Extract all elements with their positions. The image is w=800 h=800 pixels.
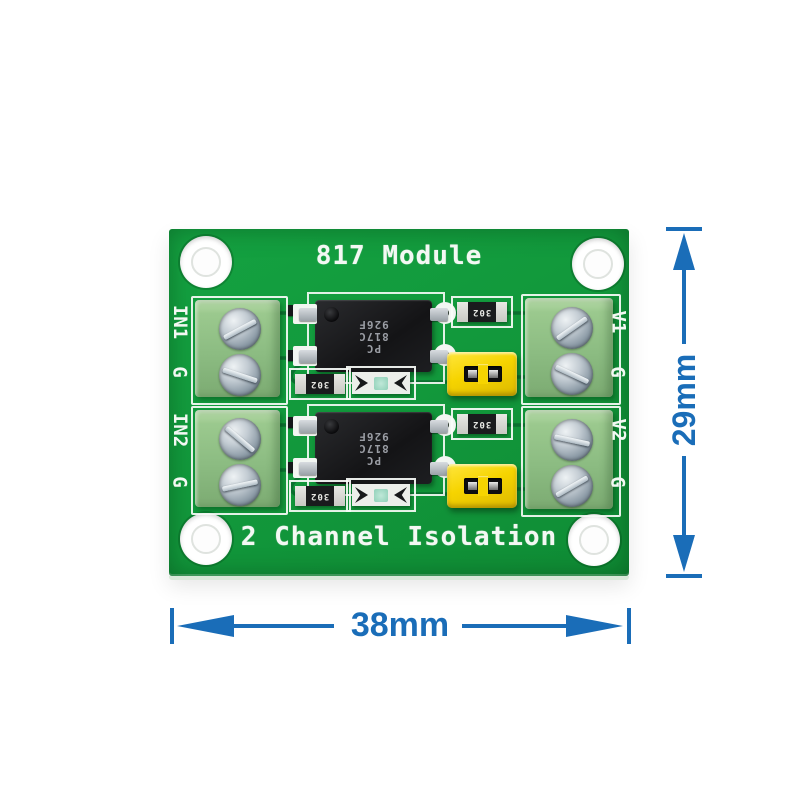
smd-resistor: 302: [289, 480, 351, 512]
ic-marking-line: PC: [365, 454, 382, 467]
resistor-code: 302: [310, 491, 330, 501]
terminal-screw: [551, 419, 593, 461]
terminal-screw: [219, 464, 261, 506]
resistor-code: 302: [472, 307, 492, 317]
mounting-hole: [568, 514, 620, 566]
terminal-silkscreen-outline: [191, 296, 288, 405]
smd-resistor: 302: [451, 408, 513, 440]
terminal-label-v2: V2: [607, 418, 630, 442]
terminal-screw: [551, 353, 593, 395]
terminal-screw: [219, 308, 261, 350]
ic-pin: [299, 350, 317, 363]
terminal-block-in1: [195, 300, 280, 397]
board-edge-highlight: [169, 576, 629, 580]
optocoupler-ic-1: PC 817C 926F: [293, 300, 456, 372]
terminal-silkscreen-outline: [191, 406, 288, 515]
width-dimension-label: 38mm: [350, 605, 450, 644]
ic-marking: PC 817C 926F: [315, 412, 432, 484]
board-title: 817 Module: [315, 241, 483, 271]
ic-marking-line: 926F: [358, 430, 389, 443]
mounting-hole: [180, 513, 232, 565]
jumper-shunt: [447, 352, 517, 396]
hole-ring: [191, 524, 221, 554]
ic-pin: [299, 462, 317, 475]
led-die: [374, 376, 388, 390]
terminal-screw: [219, 418, 261, 460]
terminal-screw: [551, 307, 593, 349]
led-die: [374, 488, 388, 502]
ic-marking-line: 817C: [358, 442, 389, 455]
terminal-screw: [551, 465, 593, 507]
terminal-label-in2: IN2: [169, 412, 192, 448]
terminal-screw: [219, 354, 261, 396]
board-subtitle: 2 Channel Isolation: [240, 522, 558, 552]
ic-marking: PC 817C 926F: [315, 300, 432, 372]
smd-led: [346, 478, 416, 512]
ic-marking-line: 926F: [358, 318, 389, 331]
ic-pin: [299, 308, 317, 321]
terminal-silkscreen-outline: [521, 406, 621, 517]
terminal-label-v1: V1: [607, 310, 630, 334]
terminal-silkscreen-outline: [521, 294, 621, 405]
mounting-hole: [180, 236, 232, 288]
pin1-dimple: [324, 419, 339, 434]
hole-ring: [191, 247, 221, 277]
height-dimension-label: 29mm: [665, 353, 702, 447]
terminal-label-g: G: [168, 366, 191, 378]
ic-marking-line: PC: [365, 342, 382, 355]
ic-pin: [430, 462, 448, 475]
jumper-shunt: [447, 464, 517, 508]
ic-pin: [299, 420, 317, 433]
smd-led: [346, 366, 416, 400]
terminal-label-in1: IN1: [169, 304, 192, 340]
ic-marking-line: 817C: [358, 330, 389, 343]
optocoupler-ic-2: PC 817C 926F: [293, 412, 456, 484]
smd-resistor: 302: [451, 296, 513, 328]
diode-symbol-icon: [355, 487, 368, 503]
hole-ring: [583, 249, 613, 279]
pin1-dimple: [324, 307, 339, 322]
diode-symbol-icon: [394, 487, 407, 503]
ic-pin: [430, 350, 448, 363]
terminal-label-g: G: [606, 476, 629, 488]
diode-symbol-icon: [355, 375, 368, 391]
pcb-board: 817 Module 2 Channel Isolation: [168, 229, 630, 580]
ic-pin: [430, 308, 448, 321]
hole-ring: [579, 525, 609, 555]
jumper-bridge: [478, 364, 488, 384]
ic-pin: [430, 420, 448, 433]
terminal-block-in2: [195, 410, 280, 507]
smd-resistor: 302: [289, 368, 351, 400]
terminal-label-g: G: [168, 476, 191, 488]
terminal-block-v2: [525, 410, 613, 509]
resistor-code: 302: [472, 419, 492, 429]
terminal-label-g: G: [606, 366, 629, 378]
mounting-hole: [572, 238, 624, 290]
jumper-bridge: [478, 476, 488, 496]
diode-symbol-icon: [394, 375, 407, 391]
resistor-code: 302: [310, 379, 330, 389]
terminal-block-v1: [525, 298, 613, 397]
